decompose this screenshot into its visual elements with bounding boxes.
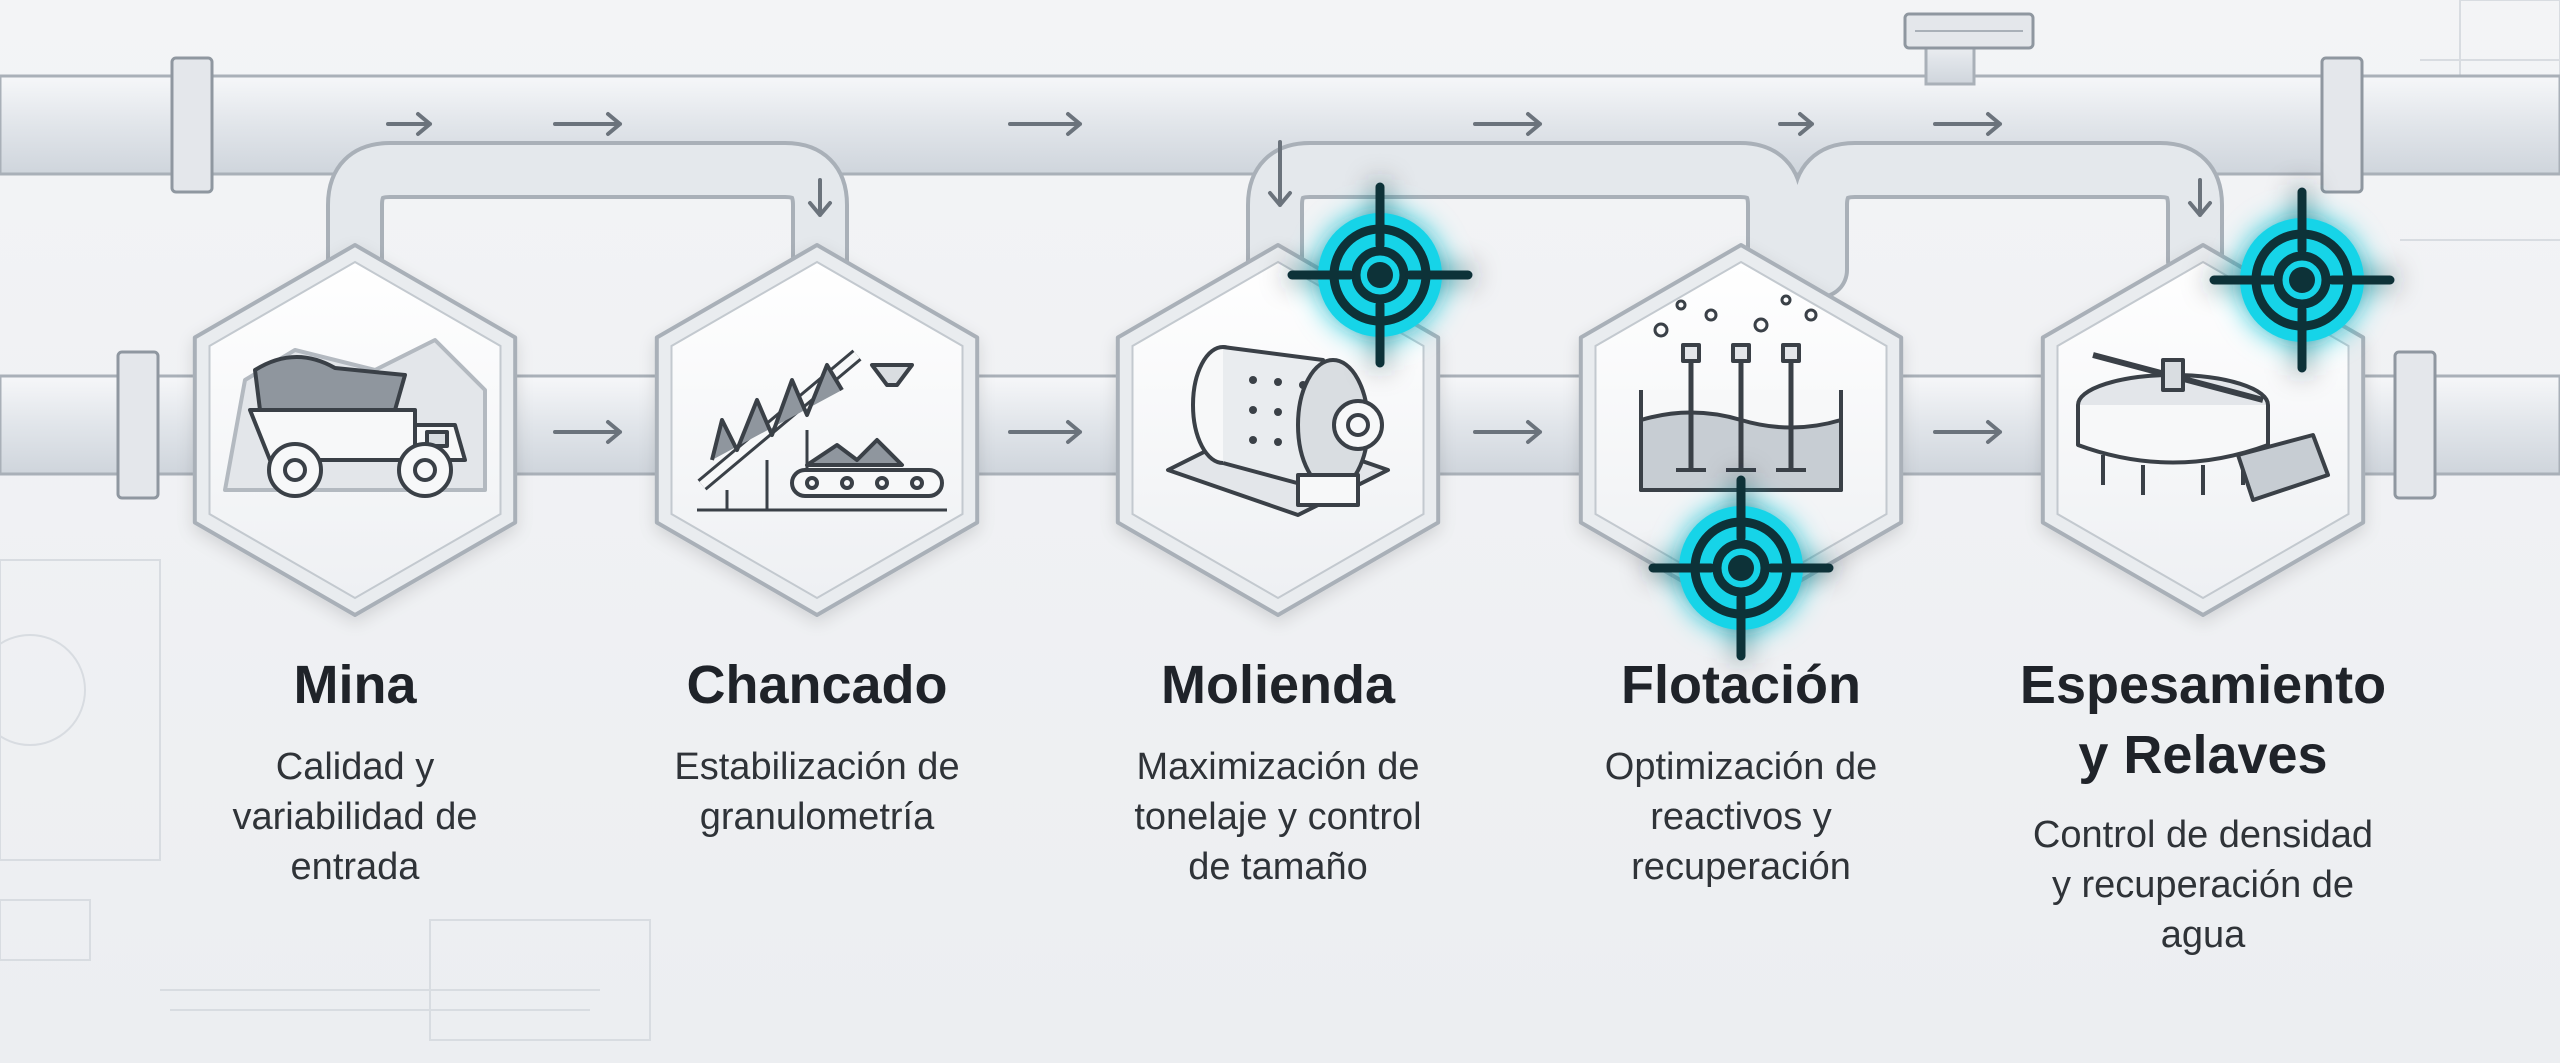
target-icon [2209,187,2395,373]
thickener-tank-icon [2076,352,2330,502]
stage-title: Chancado [686,655,948,715]
pipe-flanges [116,56,2437,500]
pipe-loops [326,141,2224,299]
grinding-mill-icon [1166,345,1390,517]
stage-title: Flotación [1621,655,1861,715]
stage-title: Mina [293,655,417,715]
stage-description: Control de densidad y recuperación de ag… [2032,814,2374,956]
stage-title: Espesamiento y Relaves [2019,655,2387,785]
stage-description: Maximización de tonelaje y control de ta… [1134,746,1422,888]
stage-description: Calidad y variabilidad de entrada [232,746,478,888]
stage-description: Optimización de reactivos y recuperación [1604,746,1878,888]
target-markers [1287,182,2395,661]
flow-arrows [386,112,2212,444]
conveyor-crusher-icon [697,349,947,512]
blueprint-background [0,0,2560,1041]
stage-description: Estabilización de granulometría [674,746,960,838]
flotation-cell-icon [1639,294,1843,492]
mining-truck-icon [223,338,487,498]
stage-title: Molienda [1160,655,1395,715]
target-icon [1287,182,1473,368]
hexagon-node [654,243,980,617]
target-icon [1648,475,1834,661]
